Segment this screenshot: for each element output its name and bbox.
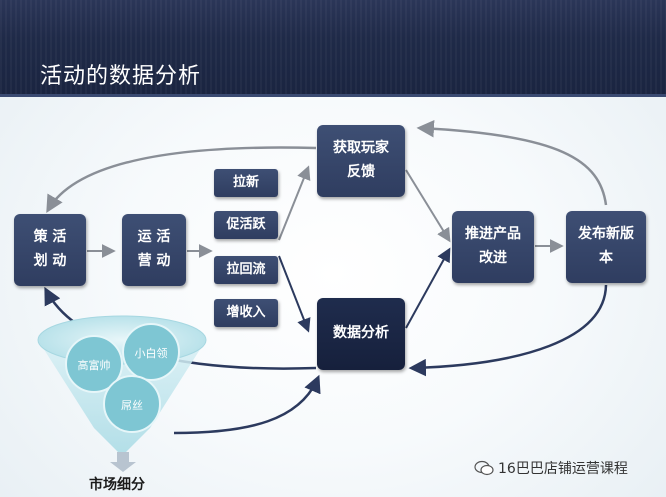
- segment-label-xiaobailing: 小白领: [127, 345, 175, 361]
- wechat-icon: [474, 460, 494, 476]
- watermark: 16巴巴店铺运营课程: [474, 458, 628, 478]
- arrow-funnel-analysis: [174, 378, 318, 433]
- node-recall: 拉回流: [214, 256, 278, 284]
- node-feedback-label: 获取玩家 反馈: [333, 137, 389, 185]
- node-analysis-label: 数据分析: [333, 322, 389, 346]
- market-funnel: [38, 316, 206, 472]
- node-operate-label: 运 活 营 动: [138, 226, 171, 274]
- node-player-feedback: 获取玩家 反馈: [317, 125, 405, 197]
- node-increase-revenue: 增收入: [214, 299, 278, 327]
- funnel-label: 市场细分: [89, 474, 145, 494]
- arrow-analysis-improve: [406, 250, 449, 328]
- segment-label-diaosi: 屌丝: [108, 397, 156, 413]
- node-plan-label: 策 活 划 动: [34, 226, 67, 274]
- node-product-improve: 推进产品 改进: [452, 211, 534, 283]
- node-data-analysis: 数据分析: [317, 298, 405, 370]
- segment-label-gaofushuai: 高富帅: [70, 357, 118, 373]
- arrow-actions-feedback: [279, 168, 308, 240]
- arrow-feedback-improve: [406, 170, 449, 240]
- node-promote-active: 促活跃: [214, 211, 278, 239]
- loop-arrow-top-right: [420, 128, 606, 205]
- node-plan-activity: 策 活 划 动: [14, 214, 86, 286]
- node-operate-activity: 运 活 营 动: [122, 214, 186, 286]
- watermark-text: 16巴巴店铺运营课程: [498, 458, 628, 478]
- node-pull-new: 拉新: [214, 169, 278, 197]
- loop-arrow-release-analysis: [412, 285, 606, 368]
- arrow-actions-analysis: [279, 256, 308, 330]
- node-release-label: 发布新版 本: [578, 223, 634, 271]
- node-improve-label: 推进产品 改进: [465, 223, 521, 271]
- node-release-version: 发布新版 本: [566, 211, 646, 283]
